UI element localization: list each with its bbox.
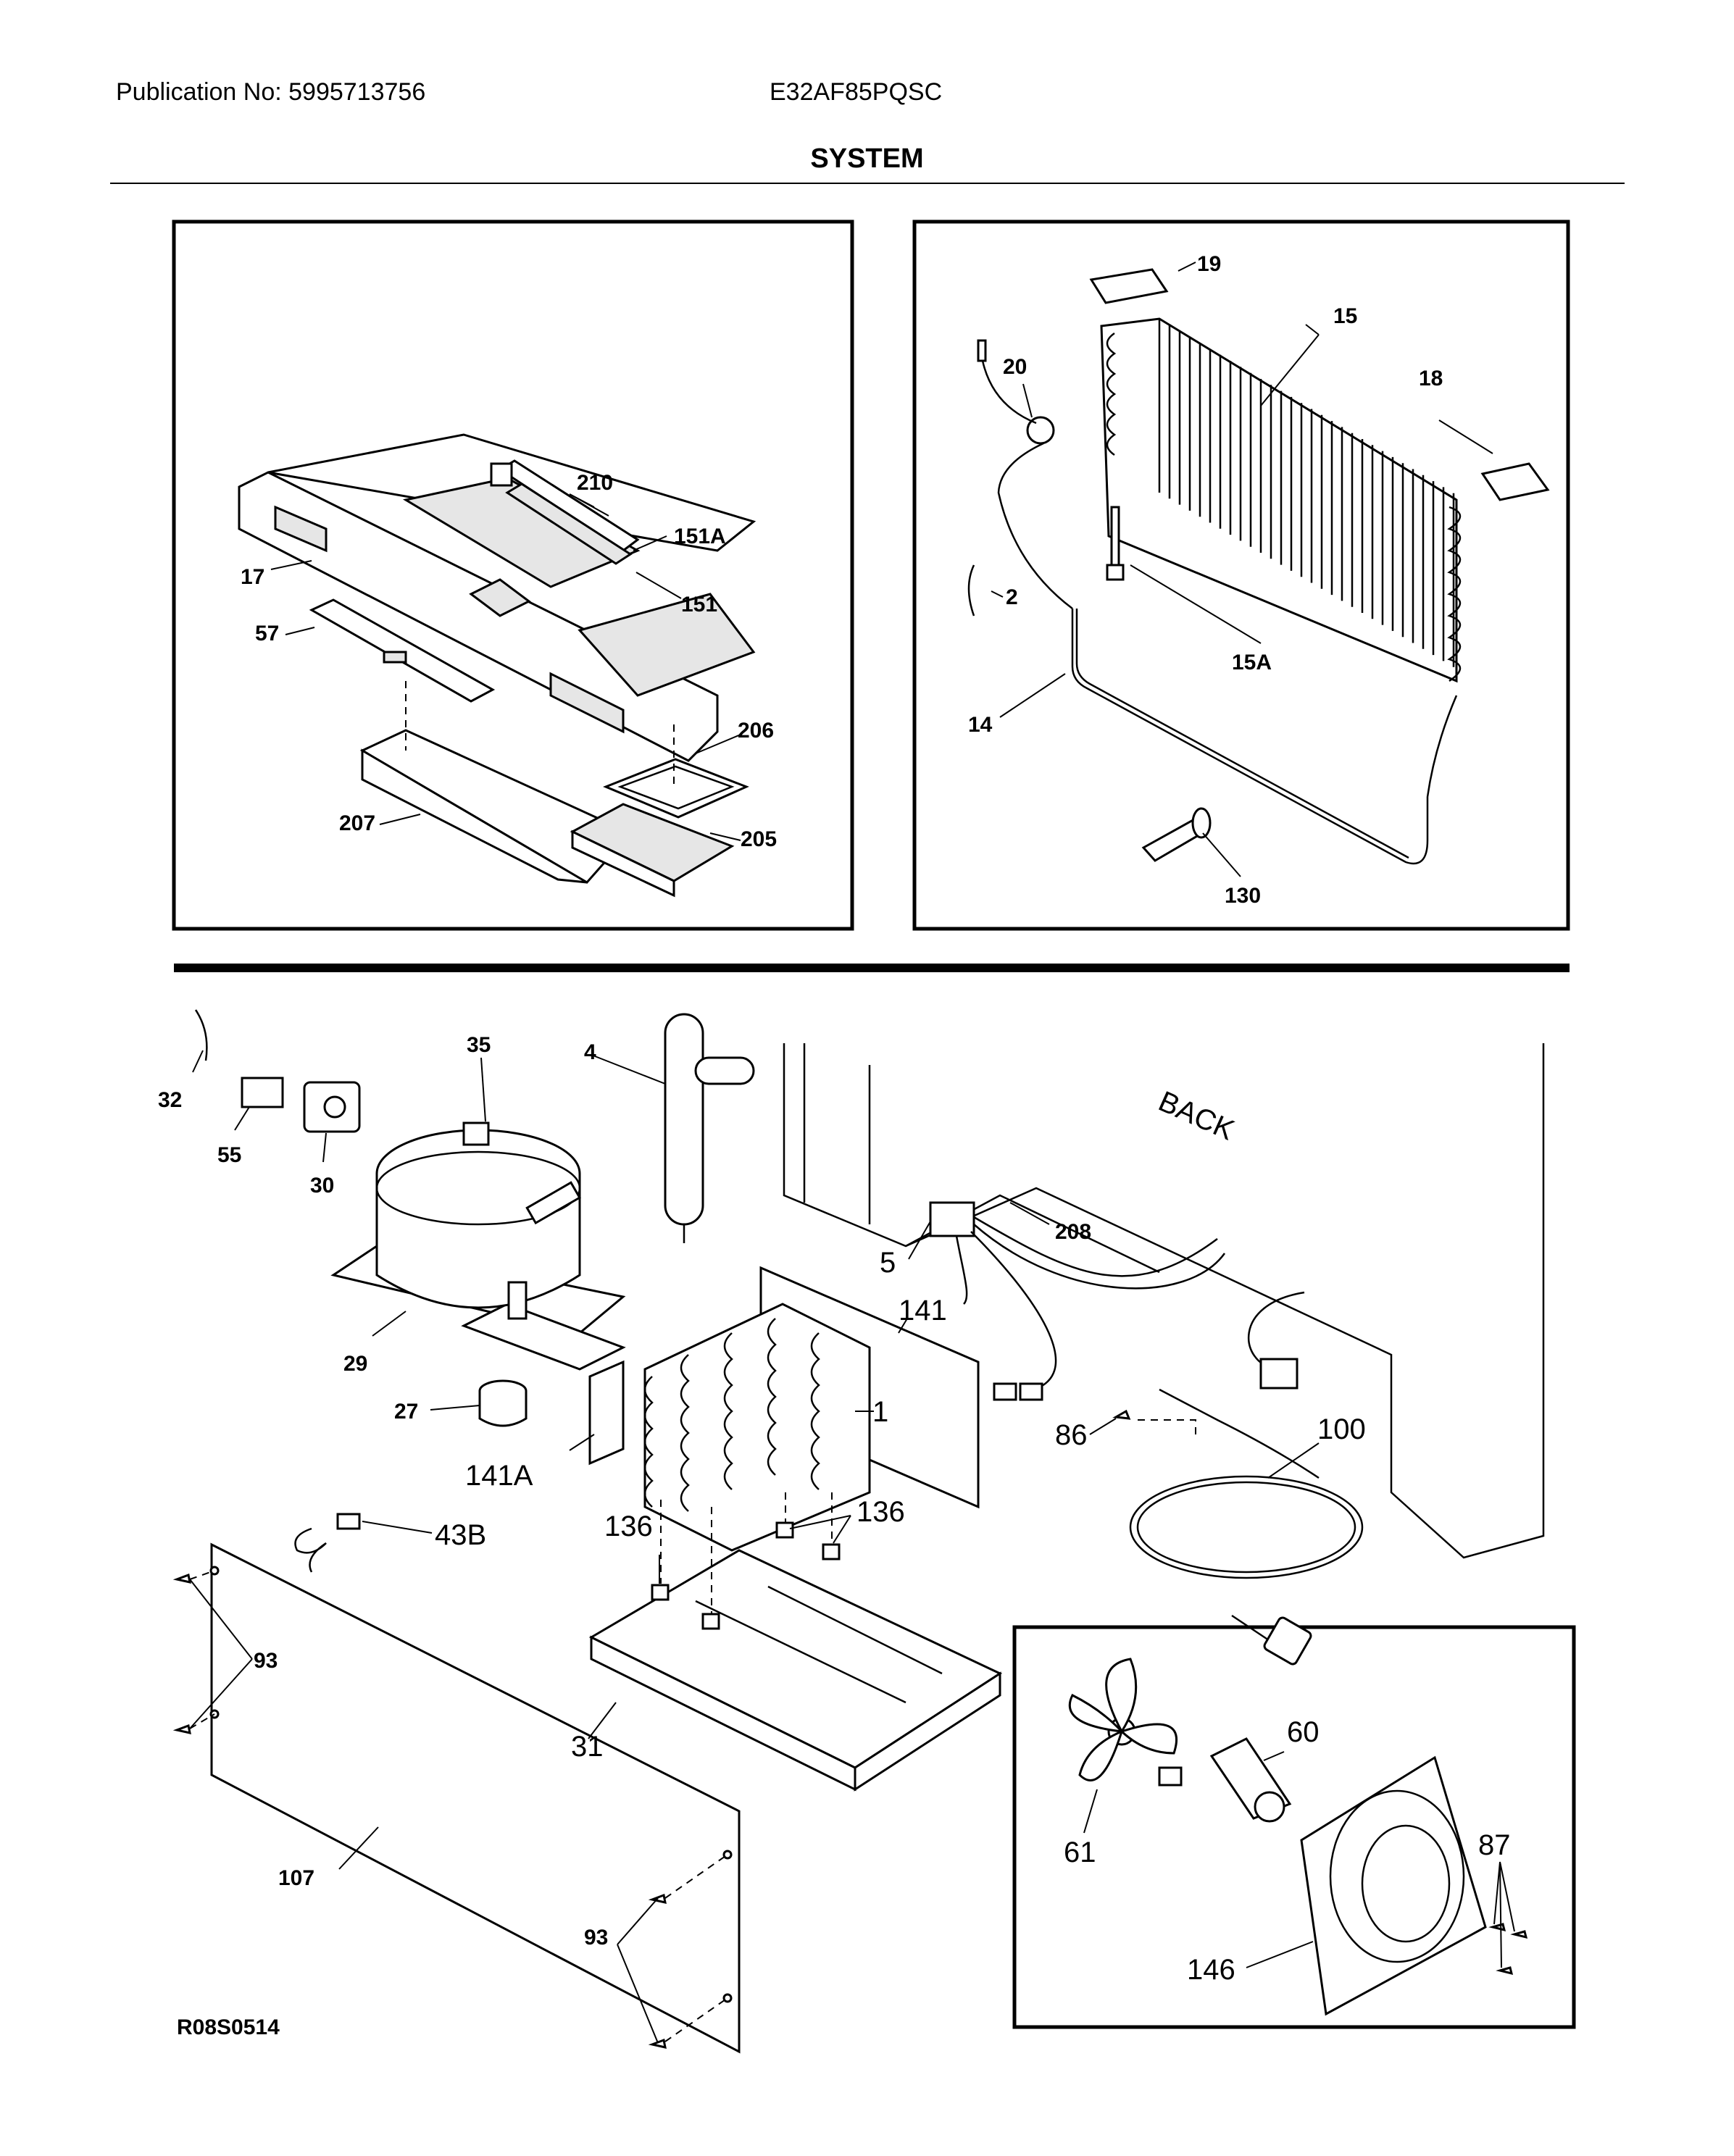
callout-57: 57 <box>255 622 279 645</box>
gasket-206 <box>603 758 749 819</box>
callout-60: 60 <box>1287 1716 1320 1748</box>
callout-141A: 141A <box>465 1460 533 1492</box>
fan-shroud-146 <box>1300 1755 1487 2016</box>
callout-30: 30 <box>310 1174 334 1198</box>
relay-55 <box>241 1077 284 1108</box>
thermostat-15A <box>1106 506 1125 581</box>
back-label: BACK <box>1154 1085 1239 1147</box>
insulator-19 <box>1089 268 1169 304</box>
callout-86: 86 <box>1055 1419 1088 1451</box>
callout-136-left: 136 <box>604 1511 653 1542</box>
callout-55: 55 <box>217 1143 241 1167</box>
callout-107: 107 <box>278 1866 314 1890</box>
callout-43B: 43B <box>435 1519 486 1551</box>
condenser-1 <box>643 1303 871 1552</box>
callout-208: 208 <box>1055 1220 1091 1244</box>
evaporator-coil-15 <box>1100 317 1462 683</box>
section-title: SYSTEM <box>810 143 924 174</box>
fan-blade-61 <box>1068 1658 1178 1781</box>
callout-27: 27 <box>394 1400 418 1424</box>
header-divider <box>110 183 1625 184</box>
filter-205 <box>570 803 735 898</box>
callout-100: 100 <box>1317 1413 1366 1445</box>
callout-5: 5 <box>880 1247 896 1279</box>
drier-4 <box>664 1013 755 1243</box>
screw-87 <box>1488 1923 1528 1976</box>
control-board-210 <box>490 459 640 565</box>
clip-2 <box>967 564 975 617</box>
cover-207 <box>359 729 633 884</box>
callout-1: 1 <box>872 1396 888 1428</box>
panel-fan-frame <box>1012 1625 1576 2029</box>
callout-206: 206 <box>738 719 774 743</box>
callout-151: 151 <box>681 593 717 617</box>
panel-control-frame <box>172 220 854 931</box>
compressor-29 <box>330 1121 626 1371</box>
grommet-130 <box>1141 807 1212 862</box>
publication-number: Publication No: 5995713756 <box>116 78 426 106</box>
wire-harness-43B <box>294 1513 361 1573</box>
callout-15A: 15A <box>1232 651 1272 674</box>
terminal-cover-32 <box>194 1009 208 1061</box>
model-number: E32AF85PQSC <box>770 78 943 106</box>
callout-20: 20 <box>1003 355 1027 379</box>
callout-15: 15 <box>1333 304 1357 328</box>
callout-31: 31 <box>571 1731 604 1763</box>
drawing-code: R08S0514 <box>177 2015 280 2039</box>
access-panel-107 <box>209 1542 741 2054</box>
callout-207: 207 <box>339 811 375 835</box>
screw-86 <box>1112 1409 1196 1434</box>
callout-14: 14 <box>968 713 993 737</box>
callout-87: 87 <box>1478 1829 1511 1861</box>
callout-93-left: 93 <box>254 1649 278 1673</box>
callout-130: 130 <box>1225 884 1261 908</box>
overload-30 <box>303 1081 361 1133</box>
callout-136-right: 136 <box>856 1496 905 1528</box>
callout-17: 17 <box>241 565 264 589</box>
control-housing-17 <box>238 433 756 762</box>
callout-2: 2 <box>1006 585 1018 609</box>
condenser-shield-141A <box>588 1360 625 1466</box>
callout-29: 29 <box>343 1352 367 1376</box>
section-divider <box>174 964 1570 972</box>
callout-210: 210 <box>577 471 613 495</box>
defrost-heater-14 <box>1071 609 1458 865</box>
harness-208 <box>929 1201 1305 1401</box>
callout-32: 32 <box>158 1088 182 1112</box>
callout-151A: 151A <box>674 525 726 548</box>
grommet-27 <box>478 1379 528 1427</box>
callout-93-right: 93 <box>584 1926 608 1950</box>
callout-141: 141 <box>899 1295 947 1326</box>
callout-61: 61 <box>1064 1837 1096 1868</box>
screw-93 <box>172 1573 667 2049</box>
panel-evaporator-frame <box>912 220 1570 931</box>
insulator-18 <box>1480 462 1550 501</box>
callout-4: 4 <box>584 1040 596 1064</box>
heater-20 <box>977 339 1073 609</box>
power-cord-100 <box>1129 1388 1364 1666</box>
callout-205: 205 <box>741 827 777 851</box>
callout-19: 19 <box>1197 252 1221 276</box>
callout-18: 18 <box>1419 367 1443 390</box>
fan-motor-60 <box>1158 1737 1292 1823</box>
callout-146: 146 <box>1187 1954 1235 1986</box>
base-31 <box>588 1549 1003 1792</box>
callout-35: 35 <box>467 1033 491 1057</box>
overlay-57 <box>309 598 496 703</box>
